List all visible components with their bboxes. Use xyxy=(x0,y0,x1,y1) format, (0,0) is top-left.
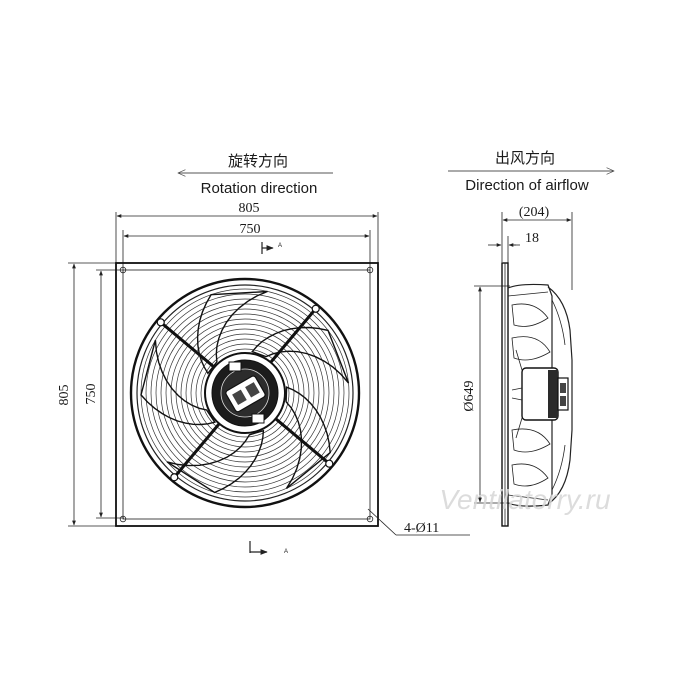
front-view: 旋转方向 Rotation direction 805 750 805 xyxy=(57,153,470,555)
fan-outer-ring xyxy=(129,277,361,509)
dim-750-width-text: 750 xyxy=(240,222,261,237)
fan-assembly xyxy=(129,277,361,509)
dimension-outer-width: 805 xyxy=(115,201,379,263)
dim-diameter-text: Ø649 xyxy=(462,380,477,411)
dim-805-width-text: 805 xyxy=(239,201,260,216)
guard-ring xyxy=(160,308,330,478)
mount-hole xyxy=(366,515,374,523)
guard-strut xyxy=(268,307,317,365)
dimension-diameter: Ø649 xyxy=(462,285,510,504)
guard-ring xyxy=(200,348,290,438)
motor-hub xyxy=(204,352,286,434)
dimension-plate: 18 xyxy=(488,231,539,264)
strut-bolt xyxy=(170,473,179,482)
impeller-blade xyxy=(140,340,216,426)
section-mark-top-text: A xyxy=(278,243,282,249)
hole-callout: 4-Ø11 xyxy=(367,508,470,536)
airflow-cn-text: 出风方向 xyxy=(495,150,555,167)
guard-struts xyxy=(156,304,334,482)
impeller-blade xyxy=(251,326,350,384)
guard-ring xyxy=(170,318,320,468)
dim-plate-text: 18 xyxy=(525,231,539,246)
guard-ring xyxy=(185,333,305,453)
dim-depth-text: (204) xyxy=(519,205,550,220)
side-view: 出风方向 Direction of airflow (204) 18 Ø649 xyxy=(448,150,614,527)
dimension-inner-width: 750 xyxy=(122,222,371,272)
dimension-depth: (204) xyxy=(501,205,573,290)
watermark-text: Ventilatorry.ru xyxy=(439,484,611,515)
guard-ring xyxy=(150,298,340,488)
section-mark-bottom: A xyxy=(249,541,288,555)
hole-spec-text: 4-Ø11 xyxy=(404,521,439,536)
guard-strut xyxy=(273,416,331,465)
guard-ring xyxy=(180,328,310,458)
mount-hole xyxy=(366,266,374,274)
strut-bolt xyxy=(311,304,320,313)
guard-strut xyxy=(173,421,222,479)
mount-hole xyxy=(119,266,127,274)
mount-hole xyxy=(119,515,127,523)
impeller-blades xyxy=(140,290,350,494)
guard-strut xyxy=(159,321,217,370)
airflow-en-text: Direction of airflow xyxy=(465,177,589,194)
rotation-cn-text: 旋转方向 xyxy=(228,153,288,170)
impeller-blade xyxy=(196,290,268,375)
dimension-inner-height: 750 xyxy=(84,269,124,519)
section-mark-bottom-text: A xyxy=(284,549,288,555)
guard-ring xyxy=(145,293,345,493)
impeller-blade xyxy=(285,386,331,489)
dimension-outer-height: 805 xyxy=(57,262,116,527)
strut-bolt xyxy=(325,459,334,468)
section-mark-top: A xyxy=(261,242,282,254)
impeller-blade xyxy=(166,429,265,494)
dim-750-height-text: 750 xyxy=(84,384,99,405)
airflow-direction-label: 出风方向 Direction of airflow xyxy=(448,150,614,194)
side-profile xyxy=(501,262,573,527)
strut-bolt xyxy=(156,318,165,327)
dim-805-height-text: 805 xyxy=(57,385,72,406)
rotation-en-text: Rotation direction xyxy=(201,180,318,197)
mounting-plate xyxy=(115,262,379,527)
rotation-direction-label: 旋转方向 Rotation direction xyxy=(178,153,333,197)
